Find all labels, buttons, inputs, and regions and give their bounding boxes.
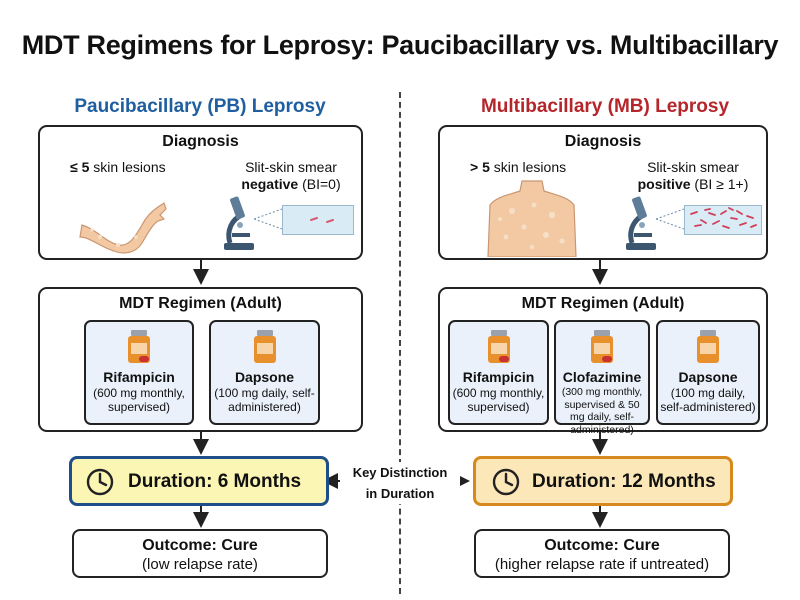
drug-dose: (300 mg monthly, supervised & 50 mg dail… (561, 386, 643, 436)
drug-name: Rifampicin (462, 369, 535, 385)
negative-slide-icon (282, 205, 354, 235)
page-title: MDT Regimens for Leprosy: Paucibacillary… (21, 30, 779, 60)
zoom-lines (656, 208, 685, 230)
mb-outcome-detail: (higher relapse rate if untreated) (494, 556, 710, 573)
pb-heading: Paucibacillary (PB) Leprosy (74, 96, 326, 117)
pill-bottle-icon (253, 330, 276, 363)
pill-bottle-icon (487, 330, 510, 363)
pb-drug-card-rifampicin: Rifampicin (600 mg monthly, supervised) (84, 320, 194, 425)
mb-diagnosis-box: Diagnosis > 5 skin lesions Slit-skin sme… (438, 125, 768, 260)
pb-diagnosis-title: Diagnosis (162, 133, 239, 150)
pill-bottle-icon (697, 330, 719, 363)
pb-drug-card-dapsone: Dapsone (100 mg daily, self-administered… (209, 320, 320, 425)
clock-icon (492, 468, 520, 496)
drug-name: Rifampicin (103, 369, 175, 385)
positive-slide-icon (684, 205, 762, 235)
mb-duration-box: Duration: 12 Months (473, 456, 733, 506)
mb-regimen-box: MDT Regimen (Adult) Rifampicin (600 mg m… (438, 287, 768, 436)
pb-outcome-box: Outcome: Cure (low relapse rate) (72, 529, 328, 578)
zoom-lines (254, 208, 283, 230)
pb-outcome-title: Outcome: Cure (142, 537, 258, 554)
center-divider (399, 92, 401, 594)
arm-illustration (79, 202, 167, 254)
mb-outcome-title: Outcome: Cure (544, 537, 660, 554)
pb-lesion-criteria: ≤ 5 skin lesions (70, 159, 166, 175)
mb-drug-card-clofazimine: Clofazimine (300 mg monthly, supervised … (554, 320, 650, 436)
mb-drug-card-dapsone: Dapsone (100 mg daily, self-administered… (656, 320, 760, 425)
pb-duration-box: Duration: 6 Months (69, 456, 329, 506)
mb-lesion-criteria: > 5 skin lesions (470, 159, 567, 175)
mb-outcome-box: Outcome: Cure (higher relapse rate if un… (474, 529, 730, 578)
drug-dose: (100 mg daily, self-administered) (660, 386, 756, 414)
mb-diagnosis-title: Diagnosis (564, 133, 642, 150)
microscope-icon (224, 196, 254, 250)
pill-bottle-icon (128, 330, 150, 363)
drug-dose: (600 mg monthly, supervised) (452, 386, 545, 414)
pb-regimen-title: MDT Regimen (Adult) (119, 295, 282, 312)
mb-drug-card-rifampicin: Rifampicin (600 mg monthly, supervised) (448, 320, 549, 425)
pb-duration-text: Duration: 6 Months (128, 471, 302, 492)
mb-heading: Multibacillary (MB) Leprosy (480, 96, 730, 117)
pb-diagnosis-box: Diagnosis ≤ 5 skin lesions Slit-skin sme… (38, 125, 363, 260)
pb-regimen-box: MDT Regimen (Adult) Rifampicin (600 mg m… (38, 287, 363, 432)
drug-dose: (100 mg daily, self-administered) (214, 386, 315, 414)
mb-regimen-title: MDT Regimen (Adult) (521, 295, 685, 312)
pb-outcome-detail: (low relapse rate) (142, 556, 258, 573)
drug-name: Dapsone (678, 369, 738, 385)
drug-name: Clofazimine (562, 369, 642, 385)
clock-icon (86, 468, 114, 496)
drug-name: Dapsone (234, 369, 295, 385)
microscope-icon (626, 196, 656, 250)
torso-illustration (487, 180, 577, 257)
mb-duration-text: Duration: 12 Months (532, 471, 716, 492)
drug-dose: (600 mg monthly, supervised) (93, 386, 185, 414)
pill-bottle-icon (591, 330, 613, 363)
